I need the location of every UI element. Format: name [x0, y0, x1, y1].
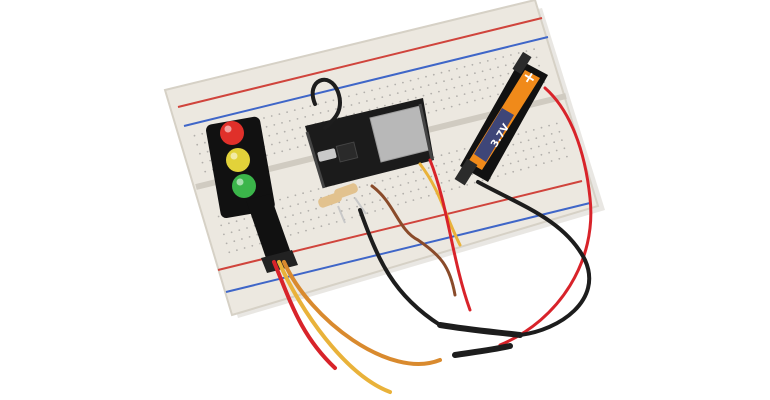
resistors: [318, 183, 367, 224]
wire-esp32-red: [428, 158, 472, 312]
wire-black-loop: [310, 78, 342, 130]
wire-battery-black: [476, 180, 592, 337]
wire-traffic-yellow: [277, 260, 392, 394]
wire-esp32-brown: [370, 184, 457, 297]
battery-blue-band: [474, 108, 514, 162]
wire-join-black-2: [452, 343, 513, 358]
esp32-header-right: [418, 103, 434, 161]
led-yellow: [226, 148, 250, 172]
usb-port-icon: [317, 148, 337, 162]
battery-holder-contact-top: [512, 51, 532, 75]
traffic-light-module: [206, 116, 298, 273]
wire-join-black-1: [437, 322, 523, 338]
breadboard-rail-top-red: [177, 17, 543, 108]
wire-esp32-black: [358, 208, 442, 327]
led-green: [232, 174, 256, 198]
battery-holder-contact-bottom: [454, 158, 478, 186]
jumper-wires: [272, 78, 593, 394]
led-red: [220, 121, 244, 145]
usb-to-serial-chip: [335, 141, 359, 163]
breadboard-rail-top-blue: [183, 36, 549, 127]
traffic-light-stem: [246, 194, 292, 264]
esp32-header-left: [305, 131, 326, 189]
wire-traffic-orange: [282, 260, 442, 366]
battery-holder: + 3.7V: [454, 51, 548, 186]
esp32-dev-board: [305, 98, 434, 189]
wire-traffic-red: [272, 260, 337, 370]
wire-battery-red: [498, 86, 593, 347]
